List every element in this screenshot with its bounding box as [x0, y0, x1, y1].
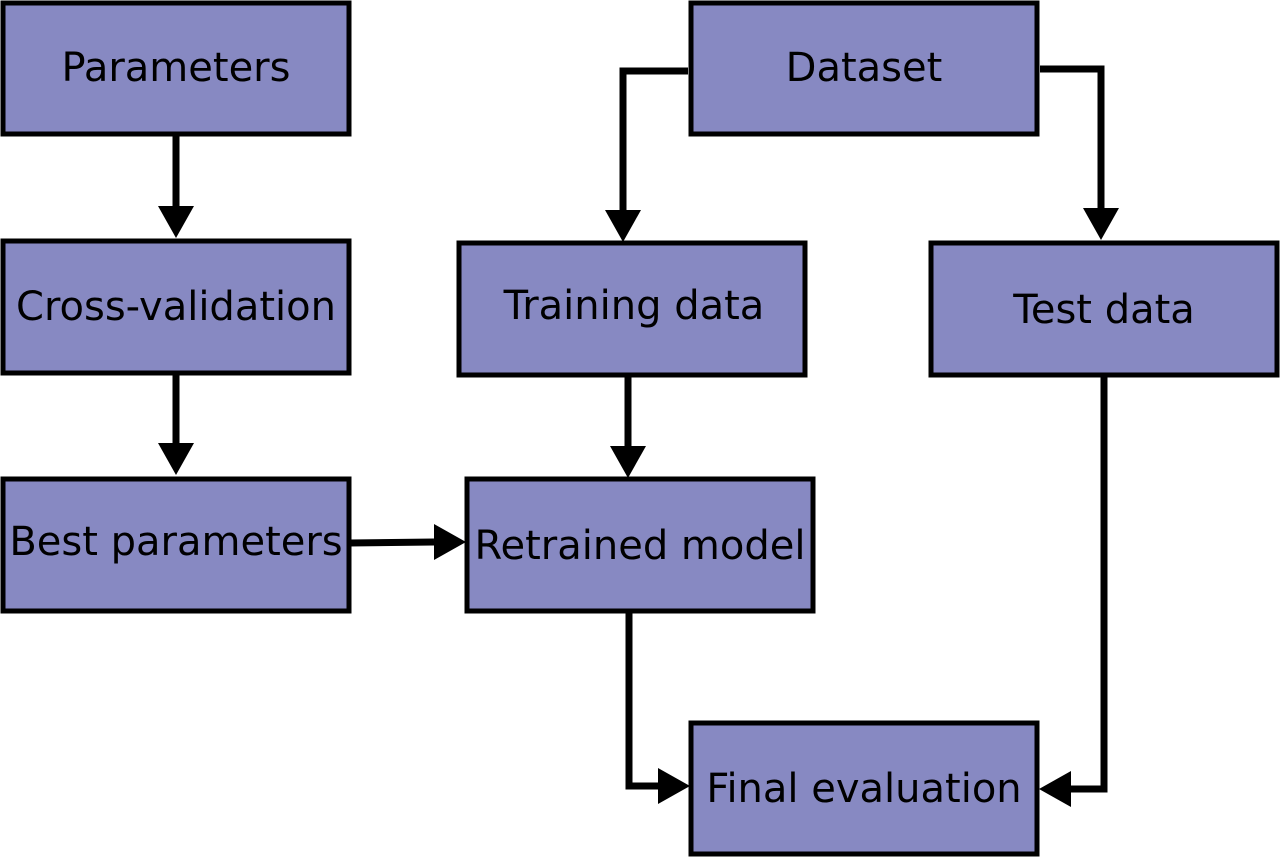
node-parameters: Parameters — [0, 0, 352, 137]
edges-layer — [158, 65, 1119, 807]
node-cross-validation: Cross-validation — [0, 238, 352, 376]
edge-best-parameters-to-retrained-model-line — [348, 538, 435, 547]
node-dataset: Dataset — [688, 0, 1040, 137]
edge-parameters-to-cross-validation-arrowhead — [158, 206, 194, 238]
node-retrained-model: Retrained model — [464, 476, 816, 614]
edge-training-data-to-retrained-model — [610, 375, 646, 478]
edge-test-data-to-final-evaluation-line — [1070, 375, 1108, 793]
node-retrained-model-label: Retrained model — [475, 523, 806, 569]
edge-cross-validation-to-best-parameters — [158, 373, 194, 475]
node-final-evaluation: Final evaluation — [688, 720, 1040, 857]
edge-test-data-to-final-evaluation-arrowhead — [1039, 771, 1071, 807]
edge-dataset-to-training-data-line — [619, 67, 688, 212]
node-dataset-label: Dataset — [786, 45, 943, 91]
node-training-data: Training data — [456, 240, 808, 378]
edge-dataset-to-training-data — [605, 67, 688, 242]
node-test-data: Test data — [928, 240, 1280, 378]
node-training-data-label: Training data — [503, 283, 765, 329]
edge-dataset-to-training-data-arrowhead — [605, 210, 641, 242]
node-best-parameters-label: Best parameters — [9, 519, 342, 565]
edge-dataset-to-test-data-line — [1040, 65, 1105, 210]
node-test-data-label: Test data — [1012, 287, 1195, 333]
node-parameters-label: Parameters — [62, 45, 291, 91]
edge-best-parameters-to-retrained-model-arrowhead — [434, 524, 466, 560]
edge-retrained-model-to-final-evaluation-line — [625, 611, 660, 790]
edge-best-parameters-to-retrained-model — [348, 524, 466, 560]
edge-dataset-to-test-data — [1040, 65, 1119, 240]
edge-retrained-model-to-final-evaluation — [625, 611, 690, 804]
edge-parameters-to-cross-validation — [158, 134, 194, 238]
node-best-parameters: Best parameters — [0, 476, 352, 614]
node-cross-validation-label: Cross-validation — [16, 284, 336, 330]
edge-cross-validation-to-best-parameters-arrowhead — [158, 443, 194, 475]
edge-test-data-to-final-evaluation — [1039, 375, 1108, 807]
node-final-evaluation-label: Final evaluation — [706, 766, 1021, 812]
edge-dataset-to-test-data-arrowhead — [1083, 208, 1119, 240]
edge-training-data-to-retrained-model-arrowhead — [610, 446, 646, 478]
edge-retrained-model-to-final-evaluation-arrowhead — [658, 768, 690, 804]
